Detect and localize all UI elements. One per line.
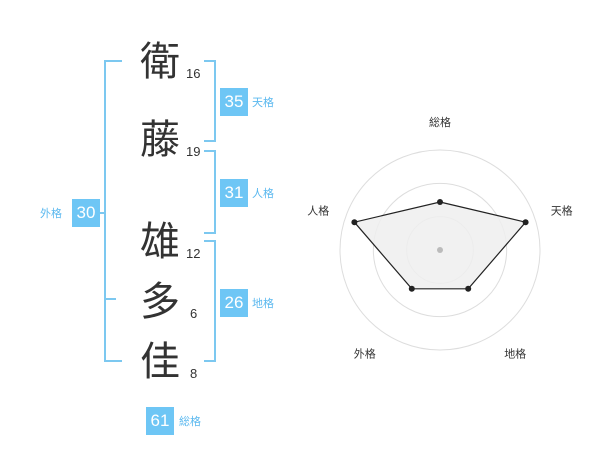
gaikaku-label: 外格 (40, 207, 62, 220)
surname-char-1: 衛 (140, 39, 180, 85)
surname-char-2: 藤 (140, 117, 180, 163)
radar-point-5 (351, 219, 358, 226)
radar-point-3 (465, 285, 472, 292)
soukaku-label: 総格 (179, 415, 201, 428)
radar-axis-label-5: 人格 (307, 203, 329, 217)
given-char-3: 佳 (140, 339, 180, 385)
tenkaku-label: 天格 (252, 96, 274, 109)
jinkaku-label: 人格 (252, 187, 274, 200)
gaikaku-bracket (104, 60, 122, 362)
gaikaku-bracket-tick (104, 298, 116, 300)
radar-axis-label-2: 天格 (551, 203, 573, 217)
gaikaku-value: 30 (72, 199, 100, 227)
radar-axis-label-3: 地格 (504, 347, 526, 361)
given-char-1-strokes: 12 (186, 246, 201, 261)
tenkaku-value: 35 (220, 88, 248, 116)
chikaku-value: 26 (220, 289, 248, 317)
chikaku-label: 地格 (252, 297, 274, 310)
given-char-2-strokes: 6 (190, 306, 198, 321)
jinkaku-value: 31 (220, 179, 248, 207)
radar-point-4 (408, 285, 415, 292)
radar-polygon (353, 201, 527, 290)
gaikaku-connector (98, 212, 104, 214)
radar-center-dot (437, 247, 443, 253)
surname-char-2-strokes: 19 (186, 144, 201, 159)
radar-axis-label-4: 外格 (354, 347, 376, 361)
surname-char-1-strokes: 16 (186, 66, 201, 81)
tenkaku-bracket (204, 60, 216, 142)
given-char-2: 多 (140, 279, 180, 325)
radar-axis-label-1: 総格 (429, 115, 451, 129)
radar-point-1 (437, 199, 443, 205)
radar-point-2 (522, 219, 529, 226)
chikaku-bracket (204, 240, 216, 362)
jinkaku-bracket (204, 150, 216, 234)
radar-ring-2 (372, 182, 508, 318)
given-char-3-strokes: 8 (190, 366, 198, 381)
radar-ring-3 (339, 149, 541, 351)
given-char-1: 雄 (140, 219, 180, 265)
soukaku-value: 61 (146, 407, 174, 435)
